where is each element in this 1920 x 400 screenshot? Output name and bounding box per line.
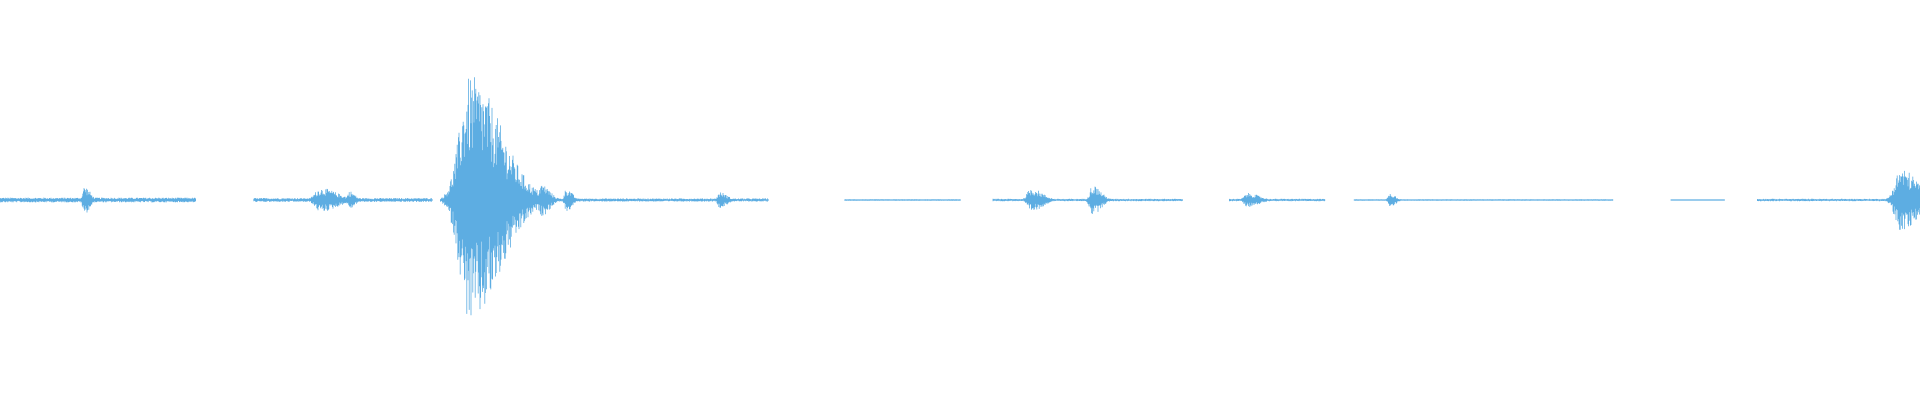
waveform-lines [0,77,1920,316]
